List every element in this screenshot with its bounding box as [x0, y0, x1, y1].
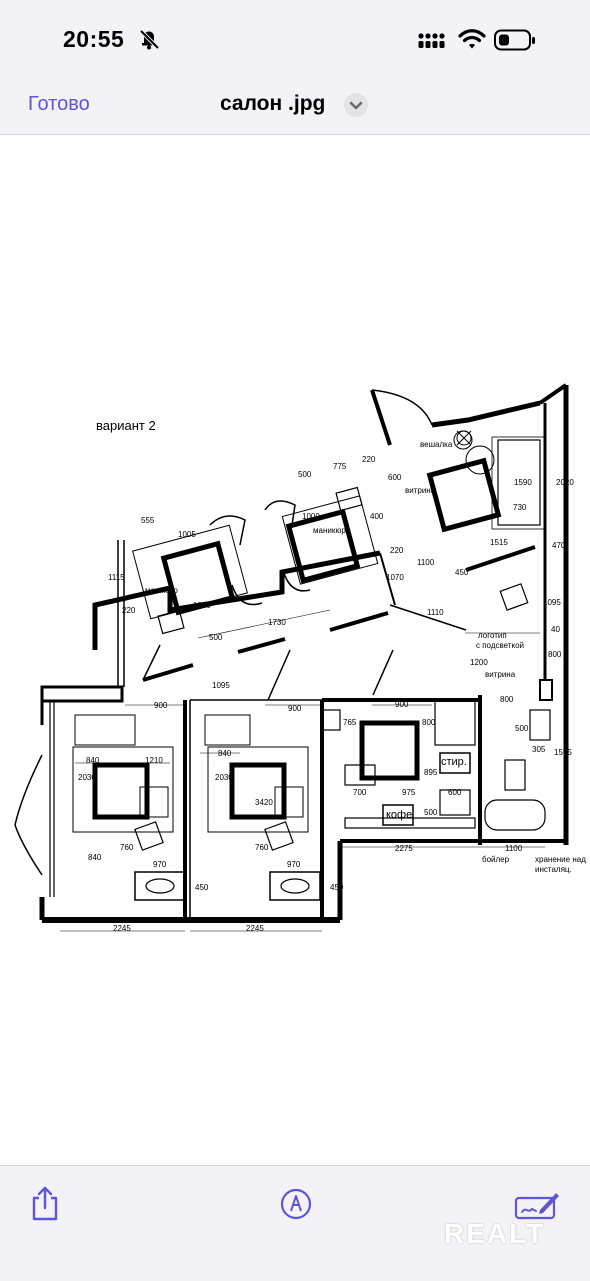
dimension-label: 800 — [422, 718, 436, 727]
dimension-label: 450 — [455, 568, 469, 577]
dimension-label: 40 — [551, 625, 560, 634]
bell-slash-icon — [139, 29, 160, 50]
dimension-label: 3420 — [255, 798, 273, 807]
plan-label: маникюр — [313, 526, 346, 535]
plan-label: вешалка — [420, 440, 453, 449]
variant-label: вариант 2 — [96, 418, 156, 433]
file-title: салон .jpg — [220, 92, 326, 115]
plan-label: маникюр — [145, 586, 178, 595]
dimension-label: 1110 — [427, 608, 444, 617]
dimension-label: 2275 — [395, 844, 413, 853]
chevron-down-icon — [349, 101, 363, 110]
wifi-icon — [458, 29, 486, 49]
hanger-symbol — [456, 430, 472, 446]
dimension-label: 1200 — [470, 658, 488, 667]
dimension-label: 500 — [515, 724, 529, 733]
dimension-label: 900 — [395, 700, 409, 709]
dimension-label: 2020 — [556, 478, 574, 487]
dimension-label: 900 — [154, 701, 168, 710]
dimension-label: 1095 — [212, 681, 230, 690]
dimension-label: 1070 — [386, 573, 404, 582]
plan-label: хранение над — [535, 855, 586, 864]
dimension-label: 1210 — [145, 756, 163, 765]
dimension-label: 1005 — [178, 530, 196, 539]
plan-label: инсталяц. — [535, 865, 572, 874]
dimension-label: 1115 — [108, 573, 125, 582]
status-bar: 20:55 — [0, 0, 590, 78]
dimension-label: 765 — [343, 718, 357, 727]
dimension-label: 1595 — [554, 748, 572, 757]
dimension-label: 500 — [209, 633, 223, 642]
cellular-signal-icon — [418, 33, 445, 48]
status-time: 20:55 — [63, 26, 125, 52]
dimension-label: 760 — [255, 843, 269, 852]
dimension-label: 1515 — [490, 538, 508, 547]
plan-label: с подсветкой — [476, 641, 524, 650]
dimension-label: 470 — [552, 541, 566, 550]
watermark: REALT — [444, 1218, 546, 1249]
dimension-label: 400 — [370, 512, 384, 521]
dimension-label: 2245 — [246, 924, 264, 933]
dimension-label: 1095 — [543, 598, 561, 607]
edit-signature-icon[interactable] — [514, 1190, 560, 1220]
dimension-label: 450 — [330, 883, 344, 892]
dimension-label: 840 — [88, 853, 102, 862]
dimension-label: 305 — [532, 745, 546, 754]
plan-label: кофе — [386, 809, 412, 821]
dimension-label: 970 — [287, 860, 301, 869]
dimension-label: 2030 — [78, 773, 96, 782]
dimension-label: 1100 — [505, 844, 523, 853]
plan-label: логотип — [478, 631, 507, 640]
dimension-label: 895 — [424, 768, 438, 777]
dimension-label: 800 — [500, 695, 514, 704]
dimension-label: 2030 — [215, 773, 233, 782]
dimension-label: 500 — [424, 808, 438, 817]
dimension-label: 1590 — [514, 478, 532, 487]
dimension-label: 1730 — [268, 618, 286, 627]
dimension-label: 840 — [86, 756, 100, 765]
dimension-label: 800 — [548, 650, 562, 659]
dimension-label: 840 — [218, 749, 232, 758]
dimension-label: 555 — [141, 516, 155, 525]
dimension-label: 2245 — [113, 924, 131, 933]
dimension-label: 760 — [120, 843, 134, 852]
plan-label: бойлер — [482, 855, 510, 864]
plan-label: стир. — [441, 756, 467, 768]
dimension-label: 1100 — [417, 558, 435, 567]
bottom-toolbar: REALT — [0, 1165, 590, 1281]
image-viewer[interactable]: вариант 2 вешалка витрина витрина маникю… — [0, 135, 590, 1165]
title-menu-button[interactable] — [344, 93, 368, 117]
dimension-label: 600 — [388, 473, 402, 482]
done-button[interactable]: Готово — [28, 93, 90, 115]
markup-pen-icon[interactable] — [280, 1188, 312, 1220]
dimension-label: 775 — [333, 462, 347, 471]
dimension-label: 970 — [153, 860, 167, 869]
dimension-label: 730 — [513, 503, 527, 512]
dimension-label: 1000 — [193, 601, 211, 610]
floor-plan-drawing: вариант 2 вешалка витрина витрина маникю… — [14, 383, 586, 933]
share-icon[interactable] — [30, 1186, 60, 1222]
dimension-label: 975 — [402, 788, 416, 797]
nav-bar: Готово салон .jpg — [0, 78, 590, 135]
dimension-label: 220 — [122, 606, 136, 615]
dimension-label: 600 — [448, 788, 462, 797]
dimension-label: 900 — [288, 704, 302, 713]
dimension-label: 450 — [195, 883, 209, 892]
dimension-label: 220 — [362, 455, 376, 464]
dimension-label: 500 — [298, 470, 312, 479]
dimension-label: 1000 — [302, 512, 320, 521]
battery-icon — [494, 29, 535, 51]
dimension-label: 700 — [353, 788, 367, 797]
plan-label: витрина — [485, 670, 516, 679]
dimension-label: 220 — [390, 546, 404, 555]
plan-label: витрина — [405, 486, 436, 495]
